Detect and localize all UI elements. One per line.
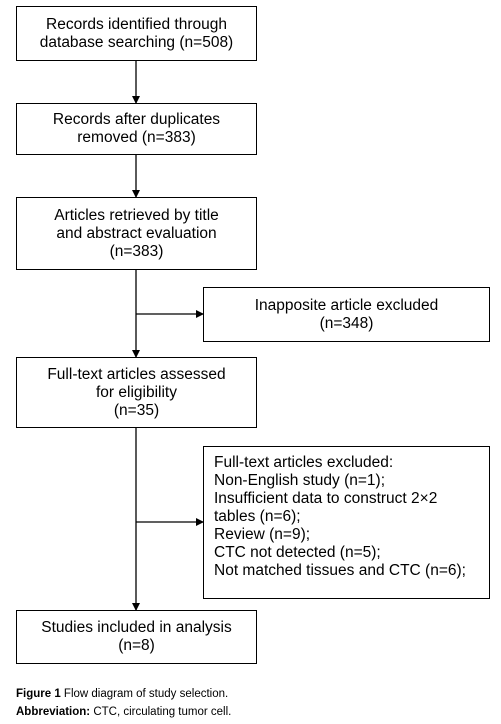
screened-box: Articles retrieved by title and abstract… <box>16 197 257 270</box>
dedup-line-1: Records after duplicates <box>52 111 221 128</box>
abbreviation-note: Abbreviation: CTC, circulating tumor cel… <box>16 705 231 719</box>
fulltext-line-3: (n=35) <box>113 401 160 419</box>
abbreviation-text: CTC, circulating tumor cell. <box>90 706 232 718</box>
identified-box: Records identified through database sear… <box>16 6 257 61</box>
included-line-2: (n=8) <box>118 637 155 654</box>
excluded-fulltext-line-7: Not matched tissues and CTC (n=6); <box>214 562 466 579</box>
screened-line-1: Articles retrieved by title <box>54 206 219 224</box>
excluded-fulltext-box: Full-text articles excluded: Non-English… <box>203 446 490 599</box>
excluded-fulltext-line-1: Full-text articles excluded: <box>214 454 394 471</box>
excluded-screen-line-2: (n=348) <box>319 314 374 332</box>
identified-line-1: Records identified through <box>46 15 227 33</box>
fulltext-line-1: Full-text articles assessed <box>47 365 226 383</box>
dedup-line-2: removed (n=383) <box>77 129 196 146</box>
excluded-screen-line-1: Inapposite article excluded <box>254 296 439 314</box>
figure-caption: Figure 1 Flow diagram of study selection… <box>16 687 228 701</box>
figure-text: Flow diagram of study selection. <box>60 688 229 700</box>
screened-line-2: and abstract evaluation <box>56 224 217 242</box>
excluded-fulltext-line-5: Review (n=9); <box>214 526 311 543</box>
included-line-1: Studies included in analysis <box>41 619 232 636</box>
excluded-fulltext-line-6: CTC not detected (n=5); <box>214 544 381 561</box>
figure-label: Figure 1 <box>16 688 61 700</box>
excluded-fulltext-line-2: Non-English study (n=1); <box>214 472 386 489</box>
dedup-box: Records after duplicates removed (n=383) <box>16 103 257 155</box>
identified-line-2: database searching (n=508) <box>39 33 234 51</box>
excluded-fulltext-line-4: tables (n=6); <box>214 508 301 525</box>
abbreviation-label: Abbreviation: <box>16 706 91 718</box>
fulltext-box: Full-text articles assessed for eligibil… <box>16 357 257 428</box>
included-box: Studies included in analysis (n=8) <box>16 610 257 664</box>
excluded-fulltext-line-3: Insufficient data to construct 2×2 <box>214 490 438 507</box>
excluded-screen-box: Inapposite article excluded (n=348) <box>203 287 490 342</box>
fulltext-line-2: for eligibility <box>96 383 177 401</box>
screened-line-3: (n=383) <box>109 242 164 260</box>
